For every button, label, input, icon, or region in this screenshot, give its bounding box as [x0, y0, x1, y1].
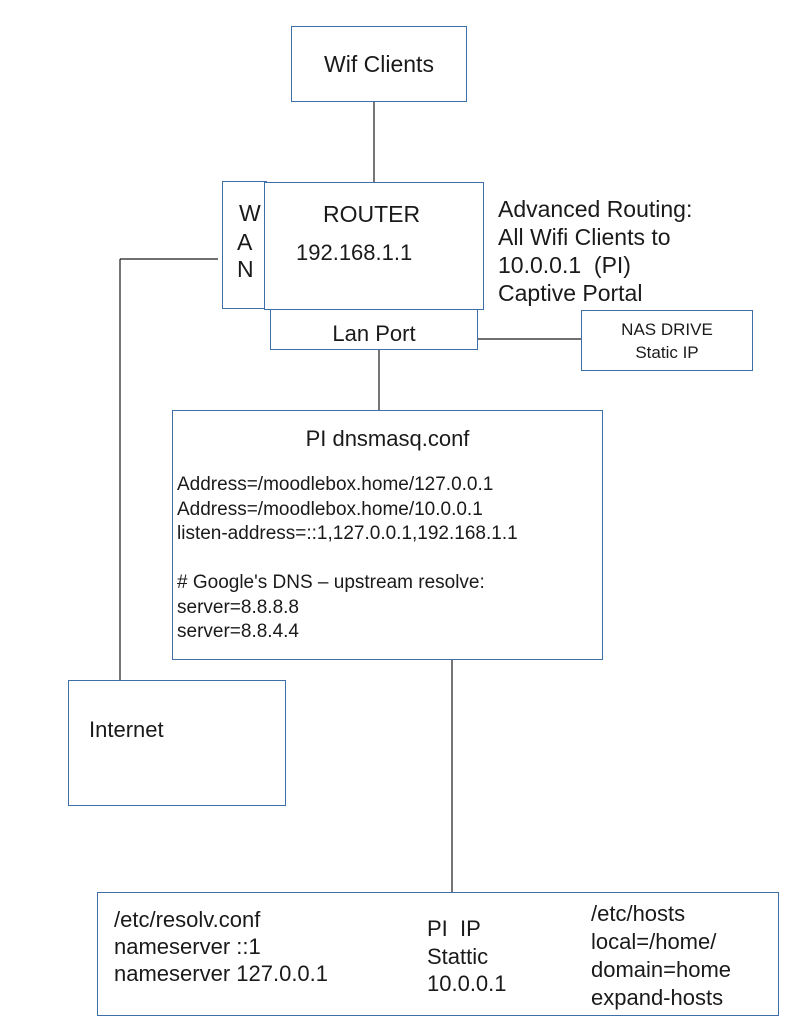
router-title: ROUTER [323, 201, 421, 227]
routing-note-line: Captive Portal [498, 280, 643, 306]
wan-letter-a: A [237, 229, 253, 255]
pi-ip-line: 10.0.0.1 [427, 971, 507, 996]
hosts-block: /etc/hosts local=/home/ domain=home expa… [591, 900, 731, 1012]
nas-title: NAS DRIVE [621, 320, 713, 339]
pi-ip-block: PI IP Stattic 10.0.0.1 [427, 915, 507, 998]
router-box: ROUTER 192.168.1.1 [264, 182, 484, 310]
routing-note-line: 10.0.0.1 (PI) [498, 252, 631, 278]
resolv-conf-block: /etc/resolv.conf nameserver ::1 nameserv… [114, 906, 328, 987]
routing-note-line: All Wifi Clients to [498, 224, 671, 250]
resolv-line: nameserver 127.0.0.1 [114, 961, 329, 986]
wifi-clients-label: Wif Clients [324, 51, 434, 77]
dnsmasq-line: server=8.8.4.4 [177, 621, 299, 642]
wan-letter-n: N [237, 256, 254, 282]
wifi-clients-box: Wif Clients [291, 26, 467, 102]
lan-port-label: Lan Port [332, 321, 416, 346]
pi-config-box: /etc/resolv.conf nameserver ::1 nameserv… [97, 892, 779, 1016]
routing-note-line: Advanced Routing: [498, 196, 693, 222]
dnsmasq-line: Address=/moodlebox.home/127.0.0.1 [177, 474, 494, 495]
hosts-line: domain=home [591, 957, 732, 982]
dnsmasq-line: server=8.8.8.8 [177, 596, 299, 618]
pi-ip-line: PI IP [427, 916, 481, 941]
resolv-line: /etc/resolv.conf [114, 907, 261, 932]
hosts-line: expand-hosts [591, 985, 724, 1010]
dnsmasq-title: PI dnsmasq.conf [305, 426, 470, 451]
dnsmasq-lines: Address=/moodlebox.home/127.0.0.1 Addres… [177, 473, 518, 645]
internet-label: Internet [89, 717, 164, 742]
wan-letter-w: W [239, 200, 261, 226]
routing-note: Advanced Routing: All Wifi Clients to 10… [498, 195, 692, 307]
dnsmasq-line: Address=/moodlebox.home/10.0.0.1 [177, 498, 483, 520]
hosts-line: /etc/hosts [591, 901, 686, 926]
nas-subtitle: Static IP [635, 343, 699, 362]
hosts-line: local=/home/ [591, 929, 717, 954]
router-ip: 192.168.1.1 [296, 240, 413, 265]
dnsmasq-line: listen-address=::1,127.0.0.1,192.168.1.1 [177, 523, 518, 544]
dnsmasq-config-box: PI dnsmasq.conf Address=/moodlebox.home/… [172, 410, 603, 660]
dnsmasq-line: # Google's DNS – upstream resolve: [177, 572, 485, 593]
internet-box: Internet [68, 680, 286, 806]
lan-port-box: Lan Port [270, 309, 478, 350]
resolv-line: nameserver ::1 [114, 934, 261, 959]
pi-ip-line: Stattic [427, 943, 489, 969]
dnsmasq-line [177, 547, 518, 572]
nas-drive-box: NAS DRIVE Static IP [581, 310, 753, 371]
wan-box: W A N [222, 181, 267, 309]
